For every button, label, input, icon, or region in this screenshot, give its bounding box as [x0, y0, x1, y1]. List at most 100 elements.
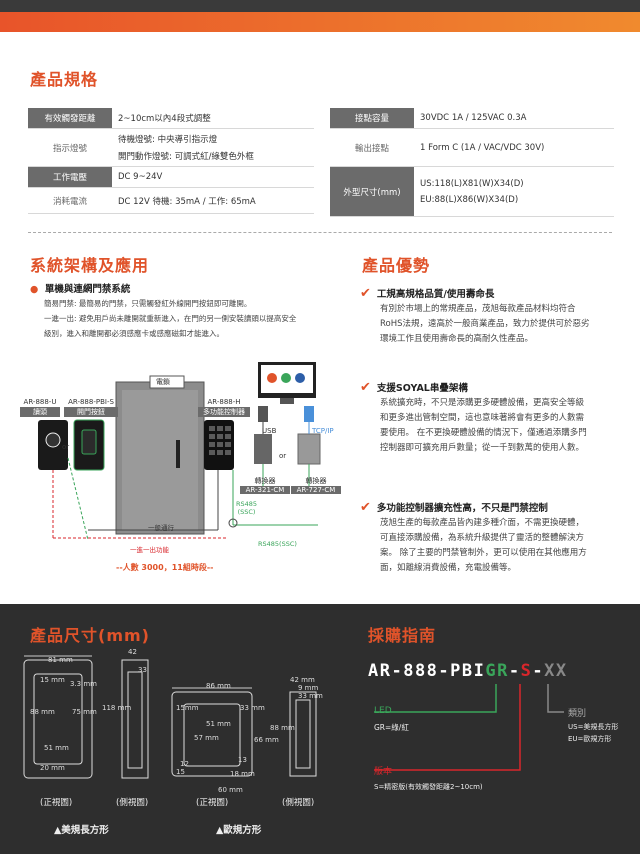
bottom-panel: [0, 604, 640, 854]
converter-model: AR-727-CM: [291, 486, 341, 494]
advantage-body: 有別於市場上的常規產品，茂旭每款產品材料均符合 RoHS法規，遠高於一般商業產品…: [380, 302, 620, 347]
advantages-title: 產品優勢: [362, 256, 431, 275]
converter-321-device: [254, 434, 272, 464]
spec-label: 接點容量: [330, 108, 414, 129]
converter-321-label: 轉換器 AR-321-CM: [240, 476, 290, 494]
pn-dash: -: [508, 661, 521, 681]
spec-label: 輸出接點: [330, 128, 414, 167]
controller-label: AR-888-H 多功能控制器: [198, 398, 250, 417]
door-handle: [176, 440, 180, 468]
bullet-dot-icon: ●: [30, 284, 39, 295]
dim-label: 18 mm: [230, 770, 255, 778]
spec-row: 輸出接點 1 Form C (1A / VAC/VDC 30V): [330, 128, 614, 167]
controller-name: 多功能控制器: [198, 407, 250, 417]
dim-label: 15 mm: [40, 676, 65, 684]
version-title: 版本: [374, 767, 393, 777]
converter-727-device: [297, 433, 321, 465]
advantage-heading-text: 多功能控制器擴充性高，不只是門禁控制: [376, 503, 548, 514]
dim-label: 33 mm: [240, 704, 265, 712]
spec-value: 1 Form C (1A / VAC/VDC 30V): [414, 128, 614, 167]
spec-value-line: US:118(L)X81(W)X34(D): [420, 178, 524, 189]
dim-label: 88 mm: [30, 708, 55, 716]
type-us: US=美規長方形: [568, 723, 619, 731]
advantage-line: 茂旭生產的每款產品皆內建多種介面，不需更換硬體，: [380, 518, 585, 528]
converter-name: 轉換器: [305, 477, 327, 485]
led-desc: GR=綠/紅: [374, 723, 409, 732]
dim-label: 13: [238, 756, 247, 764]
dim-label: 42 mm: [290, 676, 315, 684]
reader-label: AR-888-U 讀頭: [20, 398, 60, 417]
top-dark-strip: [0, 0, 640, 12]
us-front-caption: (正視圖): [40, 798, 73, 808]
or-label: or: [62, 443, 70, 451]
button-label: AR-888-PBI-S 開門按鈕: [64, 398, 118, 417]
dimensions-title: 產品尺寸(mm): [30, 626, 150, 645]
converter-727-label: 轉換器 AR-727-CM: [291, 476, 341, 494]
spec-value-line: 開門動作燈號: 可調式紅/綠雙色外框: [118, 152, 254, 162]
usb-plug-icon: [258, 406, 268, 422]
spec-label: 工作電壓: [28, 166, 112, 188]
ordering-lines: [374, 684, 564, 771]
converter-name: 轉換器: [254, 477, 276, 485]
spec-value-line: 待機燈號: 中央導引指示燈: [118, 135, 218, 145]
spec-row: 消耗電流 DC 12V 待機: 35mA / 工作: 65mA: [28, 187, 314, 214]
dim-label: 12: [180, 760, 189, 768]
ordering-title: 採購指南: [368, 626, 437, 645]
eu-side-inner: [295, 699, 311, 769]
advantage-line: 和更多進出管制空間，這也意味著將會有更多的人數需: [380, 413, 585, 423]
spec-title: 產品規格: [30, 70, 99, 89]
version-line: [374, 684, 521, 771]
spec-label: 指示燈號: [28, 128, 112, 167]
rs485-text: RS485: [236, 500, 258, 508]
dim-label: 33: [138, 666, 147, 674]
system-title: 系統架構及應用: [30, 256, 150, 275]
system-desc: 簡易門禁: 最簡易的門禁，只需觸發紅外線開門按鈕即可離開。 一進一出: 避免用戶…: [44, 296, 344, 341]
check-icon: ✔: [360, 286, 371, 301]
advantage-line: 環境工作且使用壽命長的高耐久性產品。: [380, 334, 534, 344]
us-front-outline: [23, 659, 93, 779]
advantage-heading: ✔支援SOYAL串疊架構: [360, 380, 468, 395]
us-front-inner: [33, 673, 83, 765]
spec-row: 指示燈號 待機燈號: 中央導引指示燈 開門動作燈號: 可調式紅/綠雙色外框: [28, 128, 314, 167]
spec-row: 外型尺寸(mm) US:118(L)X81(W)X34(D) EU:88(L)X…: [330, 166, 614, 217]
type-eu: EU=歐規方形: [568, 735, 612, 743]
system-desc-line: 一進一出: 避免用戶尚未離開就重新進入，在門的另一側安裝讀頭以提高安全: [44, 314, 297, 323]
dim-label: 81 mm: [48, 656, 73, 664]
advantage-line: 案。 除了主要的門禁管制外，更可以使用在其他應用方: [380, 548, 587, 558]
spec-value: 30VDC 1A / 125VAC 0.3A: [414, 108, 614, 129]
system-bullet: ● 單機與連網門禁系統: [30, 281, 130, 295]
us-side-outline: [121, 659, 149, 779]
pn-version: S: [520, 661, 533, 681]
spec-row: 工作電壓 DC 9~24V: [28, 166, 314, 188]
spec-label: 消耗電流: [28, 187, 112, 214]
controller-model: AR-888-H: [207, 398, 241, 406]
led-line: [374, 684, 497, 713]
dim-label: 66 mm: [254, 736, 279, 744]
spec-table-left: 有效觸發距離 2~10cm以內4段式調整 指示燈號 待機燈號: 中央導引指示燈 …: [28, 108, 314, 214]
eu-type-caption: ▲歐規方形: [216, 825, 262, 836]
section-divider: [28, 232, 612, 233]
eu-front-outline: [171, 691, 253, 777]
advantage-line: 面，如離線消費設備，充電設備等。: [380, 563, 517, 573]
spec-row: 接點容量 30VDC 1A / 125VAC 0.3A: [330, 108, 614, 129]
pass-normal-label: 一般通行: [148, 524, 174, 532]
door-panel: [122, 390, 198, 530]
dim-label: 33 mm: [298, 692, 323, 700]
eu-side-caption: (側視圖): [282, 798, 315, 808]
reader-model: AR-888-U: [23, 398, 57, 406]
spec-value-line: EU:88(L)X86(W)X34(D): [420, 194, 519, 205]
spec-value: 2~10cm以內4段式調整: [112, 108, 314, 129]
type-title: 類別: [568, 709, 587, 719]
rs485-label: RS485 (SSC): [236, 500, 257, 516]
eu-front-caption: (正視圖): [196, 798, 229, 808]
advantage-heading-text: 工規高規格品質/使用壽命長: [376, 289, 495, 300]
button-name: 開門按鈕: [64, 407, 118, 417]
system-diagram: [38, 362, 321, 541]
dim-label: 118 mm: [102, 704, 132, 712]
app-logo-icon: [267, 373, 277, 383]
converter-model: AR-321-CM: [240, 486, 290, 494]
dim-label: 75 mm: [72, 708, 97, 716]
dim-label: 42: [128, 648, 137, 656]
dimension-drawings: [23, 655, 317, 779]
advantage-heading-text: 支援SOYAL串疊架構: [376, 383, 468, 394]
